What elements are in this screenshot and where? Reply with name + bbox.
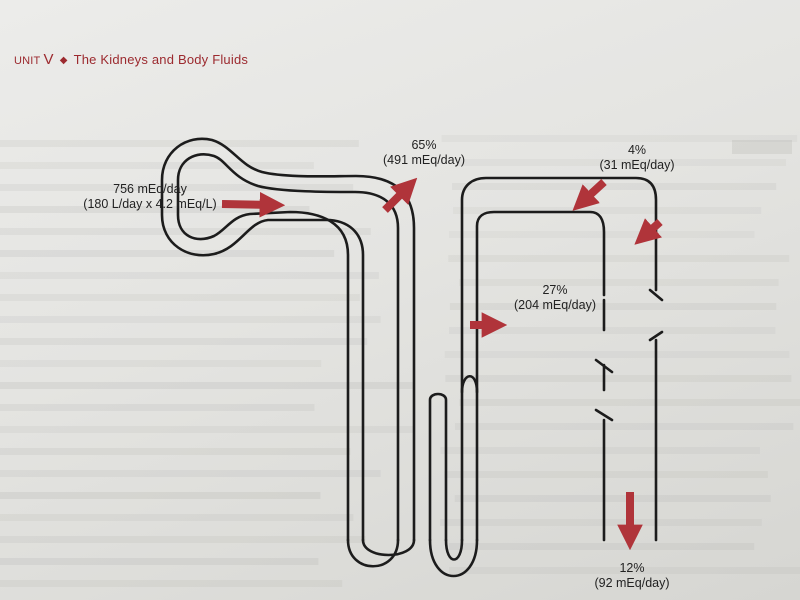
- ghost-text-line: [454, 423, 794, 430]
- unit-number: V: [43, 51, 54, 68]
- filtered-load-label: 756 mEq/day (180 L/day x 4.2 mEq/L): [60, 182, 240, 212]
- ghost-text-line: [445, 375, 792, 382]
- ghost-text-line: [448, 543, 755, 550]
- diamond-icon: ◆: [59, 55, 68, 66]
- ghost-text-line: [441, 135, 798, 142]
- ghost-text-line: [449, 327, 776, 334]
- distal-percent: 4%: [627, 143, 647, 157]
- loop-reabsorption-label: 27% (204 mEq/day): [500, 283, 610, 313]
- ghost-text-line: [440, 447, 760, 454]
- ghost-text-line: [449, 303, 777, 310]
- ghost-text-line: [459, 279, 779, 286]
- ghost-text-line: [0, 536, 366, 543]
- ghost-text-line: [444, 471, 768, 478]
- distal-tubule: [460, 176, 664, 542]
- proximal-amount: (491 mEq/day): [383, 153, 465, 167]
- ghost-text-line: [444, 351, 790, 358]
- excretion-percent: 12%: [619, 561, 645, 575]
- filtration-arrow: [221, 191, 286, 218]
- proximal-percent: 65%: [411, 138, 437, 152]
- ghost-text-line: [0, 514, 354, 521]
- ghost-text-line: [0, 426, 415, 433]
- excretion-label: 12% (92 mEq/day): [582, 561, 682, 591]
- ghost-text-line: [0, 250, 335, 257]
- ghost-text-line: [449, 231, 755, 238]
- ghost-text-line: [0, 470, 381, 477]
- ghost-text-line: [732, 140, 792, 154]
- ghost-text-line: [0, 338, 368, 345]
- ghost-text-line: [0, 492, 321, 499]
- ghost-text-line: [459, 399, 800, 406]
- proximal-reabsorption-label: 65% (491 mEq/day): [372, 138, 476, 168]
- ghost-text-line: [457, 159, 786, 166]
- ghost-text-line: [0, 272, 379, 279]
- ghost-text-line: [0, 294, 360, 301]
- loop-amount: (204 mEq/day): [514, 298, 596, 312]
- ghost-text-line: [453, 207, 762, 214]
- ghost-text-line: [452, 183, 777, 190]
- ghost-text-line: [0, 140, 359, 147]
- flow-arrows: [221, 177, 663, 551]
- filtered-load-calc: (180 L/day x 4.2 mEq/L): [83, 197, 217, 211]
- ghost-text-line: [0, 316, 381, 323]
- ghost-text-line: [454, 495, 771, 502]
- distal-secretion-label: 4% (31 mEq/day): [587, 143, 687, 173]
- ghost-text-line: [0, 360, 322, 367]
- distal-secretion-arrow-lower: [634, 218, 663, 245]
- ghost-text-line: [440, 519, 762, 526]
- ghost-text-line: [448, 255, 790, 262]
- nephron-tubule: [160, 137, 479, 578]
- ghost-text-line: [0, 558, 319, 565]
- distal-amount: (31 mEq/day): [599, 158, 675, 172]
- ghost-text-line: [0, 448, 351, 455]
- loop-percent: 27%: [542, 283, 568, 297]
- ghost-text-line: [0, 580, 343, 587]
- excretion-amount: (92 mEq/day): [594, 576, 670, 590]
- filtered-load-value: 756 mEq/day: [113, 182, 187, 196]
- ghost-text-line: [0, 206, 310, 213]
- ghost-text-line: [0, 228, 371, 235]
- ghost-text-line: [449, 567, 800, 574]
- ghost-text-line: [0, 162, 314, 169]
- ghost-text-line: [0, 184, 354, 191]
- chapter-title: The Kidneys and Body Fluids: [73, 52, 249, 67]
- ghost-text-line: [0, 404, 315, 411]
- ghost-text-line: [0, 382, 413, 389]
- distal-secretion-arrow-upper: [572, 179, 607, 211]
- unit-label: UNIT: [14, 55, 41, 67]
- proximal-reabsorption-arrow: [382, 177, 418, 213]
